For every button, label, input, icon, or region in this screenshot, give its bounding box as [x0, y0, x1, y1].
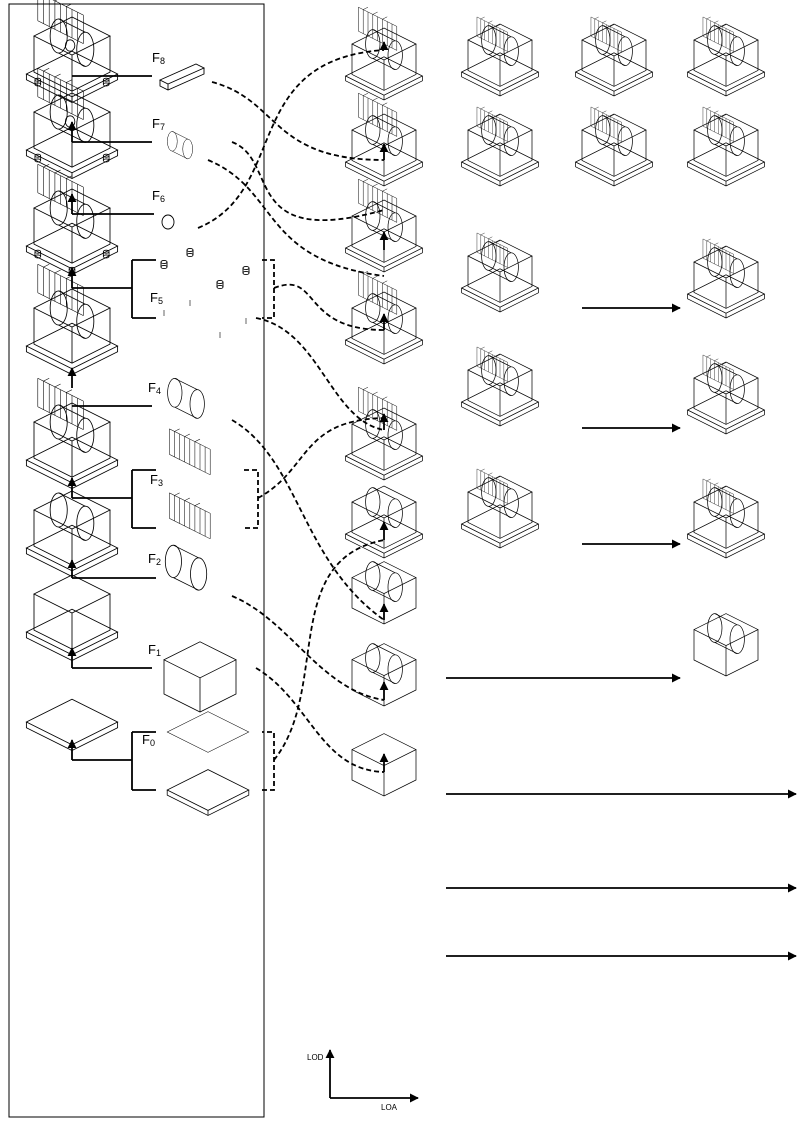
loa-arrows	[446, 303, 797, 961]
lod-axis-label: LOD	[307, 1053, 324, 1062]
feature-label-f7: F7	[152, 116, 165, 132]
feature-label-f0: F0	[142, 732, 155, 748]
feature-labels: F0 F1 F2 F3 F4 F5 F6 F7 F8	[142, 50, 165, 748]
lod-column	[345, 7, 423, 797]
bar-part	[158, 63, 206, 91]
feature-parts	[158, 63, 250, 816]
ring-part	[161, 214, 175, 230]
feature-label-f4: F4	[148, 380, 161, 396]
loa-columns	[462, 17, 765, 677]
feature-label-f2: F2	[148, 551, 161, 567]
feature-label-f3: F3	[150, 472, 163, 488]
loa-axis-label: LOA	[381, 1103, 398, 1112]
lod-loa-axes: LOD LOA	[307, 1049, 419, 1112]
bolt-group	[160, 247, 250, 338]
feature-label-f6: F6	[152, 188, 165, 204]
mapping-curves	[197, 49, 385, 791]
feature-panel-frame	[8, 3, 265, 1118]
feature-label-f8: F8	[152, 50, 165, 66]
feature-label-f5: F5	[150, 290, 163, 306]
feature-connectors	[72, 75, 156, 791]
feature-label-f1: F1	[148, 642, 161, 658]
